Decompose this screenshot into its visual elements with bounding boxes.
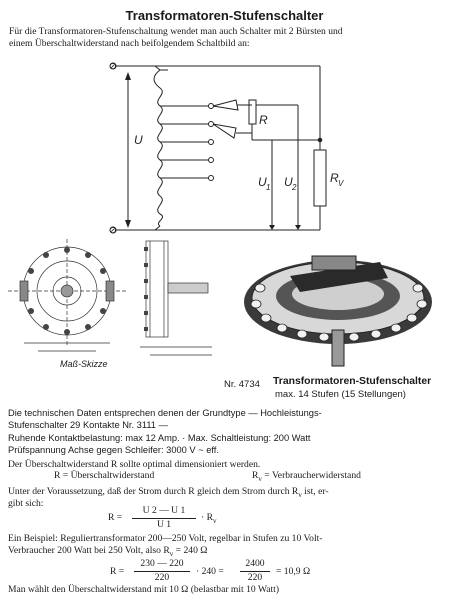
- rv-label: R: [330, 171, 339, 185]
- photo-number: Nr. 4734: [224, 379, 260, 390]
- body-p2-line2: gibt sich:: [8, 498, 44, 509]
- formula-2-denominator-2: 220: [247, 572, 263, 583]
- product-photo: [244, 255, 432, 367]
- tap-contact: [208, 157, 214, 163]
- shaft: [167, 282, 209, 294]
- formula-1-rhs: · Rv: [201, 512, 217, 525]
- tech-line-3: Ruhende Kontaktbelastung: max 12 Amp. · …: [8, 433, 311, 443]
- tech-line-4: Prüfspannung Achse gegen Schleifer: 3000…: [8, 445, 219, 455]
- example-line-1: Ein Beispiel: Reguliertransformator 200—…: [8, 533, 323, 544]
- photo-subtitle: max. 14 Stufen (15 Stellungen): [275, 389, 406, 400]
- r-label: R: [259, 113, 268, 127]
- formula-2-numerator-2: 2400: [245, 558, 265, 569]
- formula-2-lhs: R =: [110, 566, 125, 577]
- tap-contact: [208, 121, 214, 127]
- body-last-line: Man wählt den Überschaltwiderstand mit 1…: [8, 584, 280, 595]
- page-title: Transformatoren-Stufenschalter: [125, 8, 324, 23]
- sketch-caption: Maß-Skizze: [60, 359, 108, 369]
- formula-1-lhs: R =: [108, 512, 123, 523]
- u1-label: U: [258, 175, 267, 189]
- load-resistor: [313, 149, 327, 207]
- body-p1: Der Überschaltwiderstand R sollte optima…: [8, 459, 261, 470]
- svg-text:⊘: ⊘: [109, 61, 117, 71]
- photo-name: Transformatoren-Stufenschalter: [273, 376, 432, 387]
- formula-2-numerator-1: 230 — 220: [140, 558, 184, 569]
- u2-label: U: [284, 175, 293, 189]
- tech-line-1: Die technischen Daten entsprechen denen …: [8, 408, 322, 418]
- definition-r: R = Überschaltwiderstand: [54, 470, 155, 481]
- definition-rv: Rv = Verbraucherwiderstand: [252, 470, 361, 483]
- rv-sub: V: [338, 179, 344, 188]
- formula-1-numerator: U 2 — U 1: [142, 505, 186, 516]
- u1-sub: 1: [266, 183, 270, 192]
- transformer-coil: [153, 69, 164, 227]
- intro-line-1: Für die Transformatoren-Stufenschaltung …: [9, 26, 343, 37]
- transition-resistor: [248, 99, 257, 125]
- body-p2-line1: Unter der Voraussetzung, daß der Strom d…: [8, 486, 329, 499]
- tap-contact: [208, 175, 214, 181]
- u-label: U: [134, 133, 143, 147]
- u2-sub: 2: [291, 183, 297, 192]
- formula-2-result: = 10,9 Ω: [276, 566, 311, 577]
- tap-contact: [208, 139, 214, 145]
- intro-line-2: einem Überschaltwiderstand nach beifolge…: [9, 38, 250, 49]
- formula-2-middle: · 240 =: [196, 566, 224, 577]
- example-line-2: Verbraucher 200 Watt bei 250 Volt, also …: [8, 545, 208, 558]
- tech-line-2: Stufenschalter 29 Kontakte Nr. 3111 —: [8, 420, 168, 430]
- side-view-body: [145, 240, 169, 338]
- formula-1-denominator: U 1: [156, 519, 172, 530]
- formula-2-denominator-1: 220: [154, 572, 170, 583]
- tap-contact: [208, 103, 214, 109]
- brush-2: [212, 123, 237, 139]
- svg-text:⊘: ⊘: [109, 225, 117, 235]
- circuit-schematic: ⊘ ⊘ U R U 1 U 2 R V: [109, 61, 344, 235]
- brush-1: [212, 99, 239, 111]
- switch-shaft: [331, 329, 345, 367]
- dimension-sketch: [8, 239, 212, 356]
